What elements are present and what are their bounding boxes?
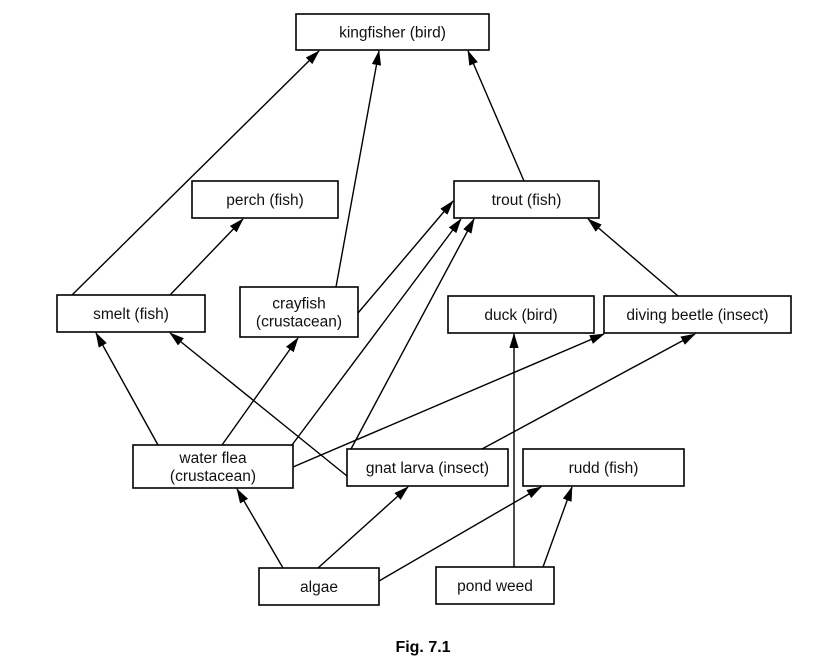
arrow-smelt-to-perch xyxy=(169,218,244,296)
node-perch-box xyxy=(191,180,339,219)
arrow-trout-to-kingfisher xyxy=(467,50,525,182)
node-crayfish-label: crayfish(crustacean) xyxy=(256,296,342,331)
arrow-crayfish-to-trout xyxy=(357,200,454,314)
node-gnat-larva-box xyxy=(346,448,509,487)
node-water-flea-label: water flea(crustacean) xyxy=(170,450,256,485)
node-duck-label: duck (bird) xyxy=(484,307,557,324)
node-pond-weed-label: pond weed xyxy=(457,578,533,595)
node-diving-beetle-label: diving beetle (insect) xyxy=(626,307,768,324)
arrows-layer xyxy=(71,50,696,582)
figure-caption: Fig. 7.1 xyxy=(395,639,450,656)
arrow-gnat-larva-to-diving-beetle xyxy=(481,333,696,450)
arrow-water-flea-to-trout xyxy=(291,218,462,446)
node-duck-box xyxy=(447,295,595,334)
arrow-algae-to-gnat-larva xyxy=(317,486,409,569)
arrow-water-flea-to-crayfish xyxy=(221,337,299,446)
arrow-crayfish-to-kingfisher xyxy=(335,50,382,288)
node-pond-weed: pond weed xyxy=(435,566,555,605)
node-kingfisher-label: kingfisher (bird) xyxy=(339,25,446,42)
arrow-gnat-larva-to-trout xyxy=(350,218,475,450)
node-water-flea-box xyxy=(132,444,294,489)
node-smelt-box xyxy=(56,294,206,333)
node-water-flea: water flea(crustacean) xyxy=(132,444,294,489)
node-rudd-box xyxy=(522,448,685,487)
node-trout-box xyxy=(453,180,600,219)
node-duck: duck (bird) xyxy=(447,295,595,334)
node-trout: trout (fish) xyxy=(453,180,600,219)
node-perch-label: perch (fish) xyxy=(226,192,304,209)
node-diving-beetle: diving beetle (insect) xyxy=(603,295,792,334)
node-rudd-label: rudd (fish) xyxy=(569,460,639,477)
node-trout-label: trout (fish) xyxy=(492,192,562,209)
node-gnat-larva-label: gnat larva (insect) xyxy=(366,460,489,477)
node-algae: algae xyxy=(258,567,380,606)
node-kingfisher: kingfisher (bird) xyxy=(295,13,490,51)
node-gnat-larva: gnat larva (insect) xyxy=(346,448,509,487)
node-rudd: rudd (fish) xyxy=(522,448,685,487)
node-perch: perch (fish) xyxy=(191,180,339,219)
node-algae-label: algae xyxy=(300,579,338,596)
node-smelt: smelt (fish) xyxy=(56,294,206,333)
node-crayfish: crayfish(crustacean) xyxy=(239,286,359,338)
arrow-gnat-larva-to-smelt xyxy=(169,332,348,477)
arrow-water-flea-to-diving-beetle xyxy=(292,333,605,468)
arrow-diving-beetle-to-trout xyxy=(587,218,679,297)
arrow-water-flea-to-smelt xyxy=(95,332,159,446)
node-smelt-label: smelt (fish) xyxy=(93,306,169,323)
arrow-smelt-to-kingfisher xyxy=(71,50,320,296)
node-diving-beetle-box xyxy=(603,295,792,334)
node-crayfish-box xyxy=(239,286,359,338)
node-pond-weed-box xyxy=(435,566,555,605)
nodes-layer: kingfisher (bird) perch (fish) trout (fish… xyxy=(56,13,792,606)
arrow-algae-to-water-flea xyxy=(236,488,284,569)
arrow-pond-weed-to-rudd xyxy=(542,486,573,568)
node-algae-box xyxy=(258,567,380,606)
node-kingfisher-box xyxy=(295,13,490,51)
